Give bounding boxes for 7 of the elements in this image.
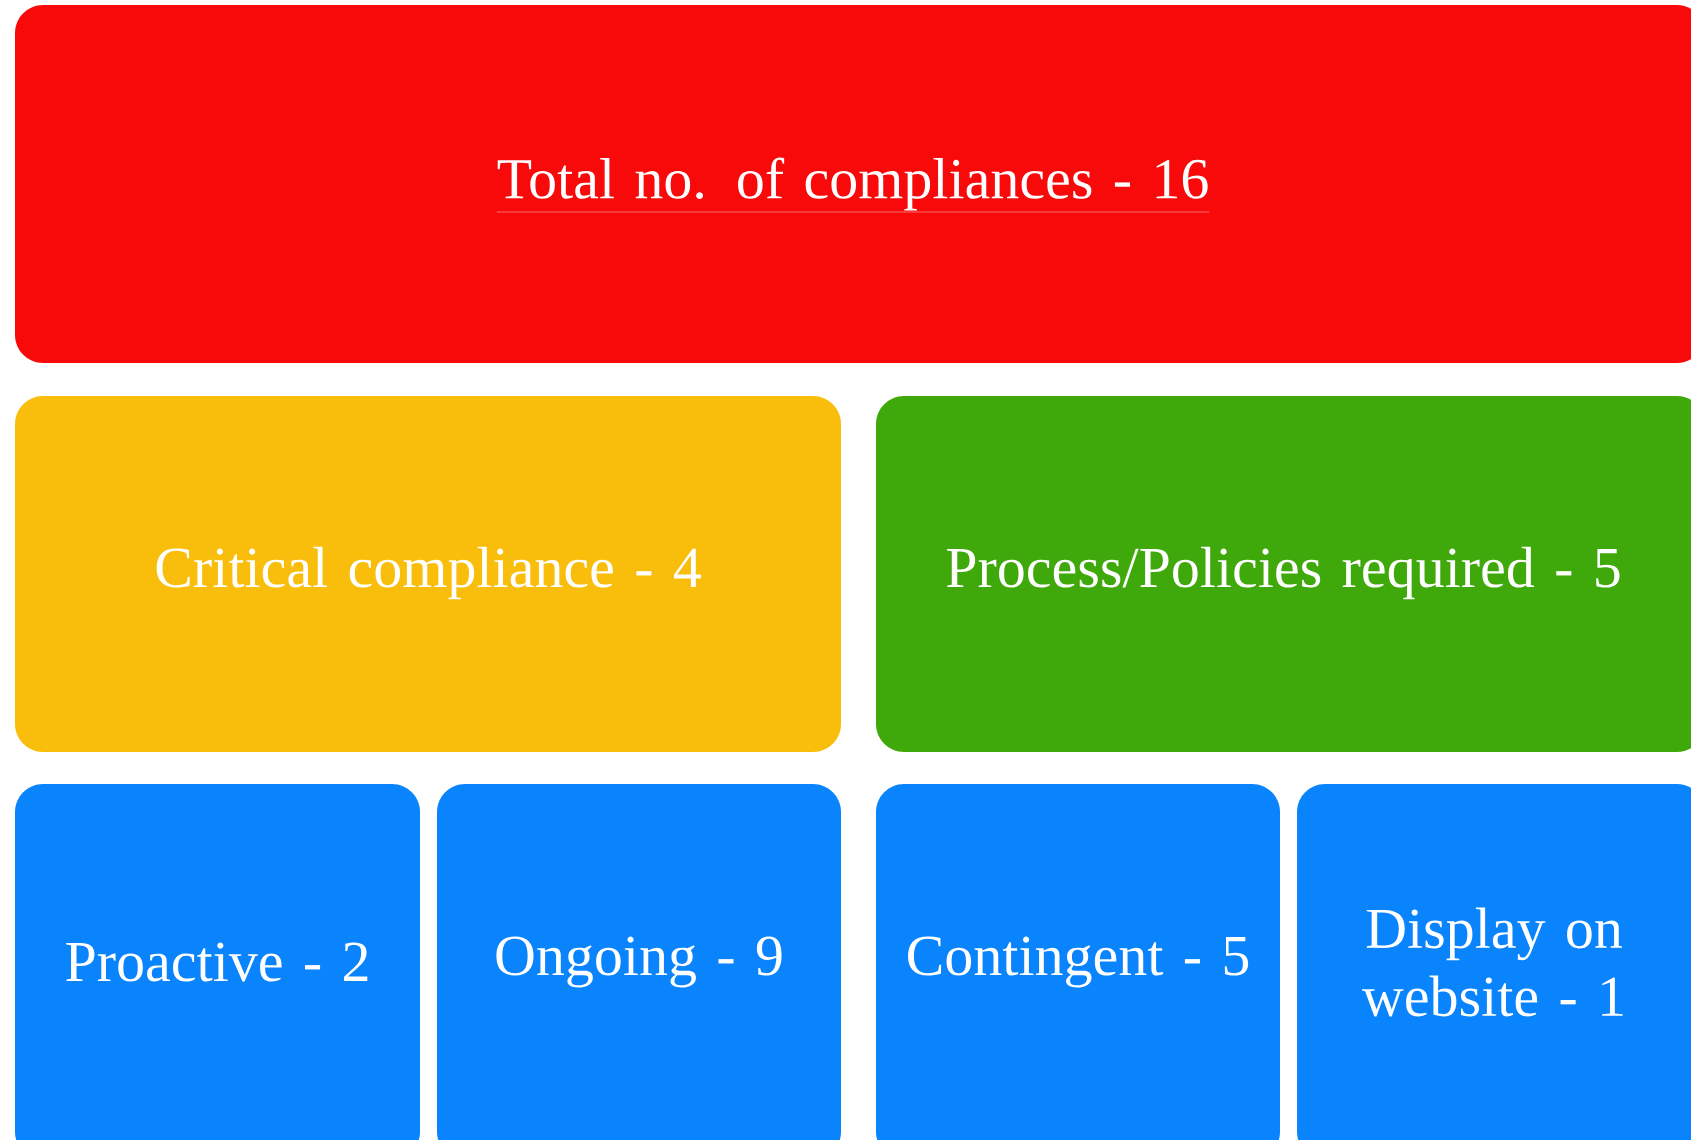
category-box: Contingent - 5 bbox=[876, 784, 1280, 1140]
category-box: Ongoing - 9 bbox=[437, 784, 841, 1140]
category-box: Process/Policies required - 5 bbox=[876, 396, 1691, 752]
category-box: Display on website - 1 bbox=[1297, 784, 1691, 1140]
title-box: Total no. of compliances - 16 bbox=[15, 5, 1691, 363]
category-box: Critical compliance - 4 bbox=[15, 396, 841, 752]
category-box: Proactive - 2 bbox=[15, 784, 420, 1140]
